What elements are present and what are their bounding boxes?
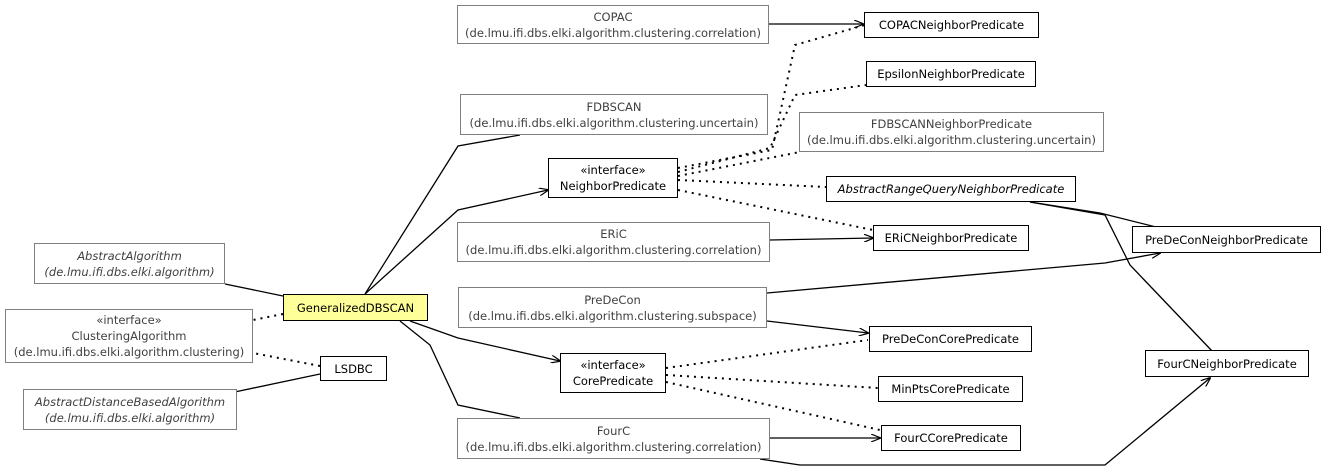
class-predecon-core-predicate[interactable]: PreDeConCorePredicate — [869, 326, 1032, 352]
class-minpts-core-predicate-name: MinPtsCorePredicate — [891, 382, 1010, 396]
class-fourc-core-predicate[interactable]: FourCCorePredicate — [881, 425, 1021, 451]
edge-gdbscan-to-clustering-alg — [252, 313, 284, 321]
edge-neighbor-pred-to-copac-np — [677, 24, 866, 169]
class-copac-name: COPAC — [593, 9, 633, 24]
class-eric-neighbor-predicate-name: ERiCNeighborPredicate — [884, 231, 1018, 245]
class-predecon-core-predicate-name: PreDeConCorePredicate — [882, 332, 1019, 346]
class-fdbscan-package: (de.lmu.ifi.dbs.elki.algorithm.clusterin… — [469, 115, 759, 130]
edge-fourc-to-fourc-np — [759, 378, 1210, 466]
class-fdbscan[interactable]: FDBSCAN (de.lmu.ifi.dbs.elki.algorithm.c… — [460, 94, 768, 135]
edge-lsdbc-to-abstract-dist — [229, 373, 321, 394]
class-eric-package: (de.lmu.ifi.dbs.elki.algorithm.clusterin… — [465, 243, 762, 257]
class-copac-package: (de.lmu.ifi.dbs.elki.algorithm.clusterin… — [465, 25, 761, 40]
class-eric[interactable]: ERiC (de.lmu.ifi.dbs.elki.algorithm.clus… — [457, 222, 770, 262]
class-fourc-neighbor-predicate[interactable]: FourCNeighborPredicate — [1145, 350, 1309, 377]
interface-neighbor-predicate-stereotype: «interface» — [580, 163, 646, 177]
class-lsdbc-name: LSDBC — [334, 361, 373, 376]
class-predecon[interactable]: PreDeCon (de.lmu.ifi.dbs.elki.algorithm.… — [458, 287, 767, 328]
class-predecon-neighbor-predicate-name: PreDeConNeighborPredicate — [1145, 232, 1308, 247]
interface-clustering-algorithm-name: ClusteringAlgorithm — [71, 329, 187, 343]
interface-core-predicate-stereotype: «interface» — [580, 358, 646, 372]
class-fourc-package: (de.lmu.ifi.dbs.elki.algorithm.clusterin… — [465, 439, 762, 454]
edge-gdbscan-to-neighbor-pred — [364, 190, 548, 295]
interface-core-predicate[interactable]: «interface» CorePredicate — [560, 353, 666, 393]
class-abstract-algorithm-name: AbstractAlgorithm — [77, 248, 182, 263]
class-abstract-distance-based-algorithm-package: (de.lmu.ifi.dbs.elki.algorithm) — [44, 410, 216, 425]
edge-lsdbc-to-clustering-alg — [252, 352, 321, 367]
interface-neighbor-predicate[interactable]: «interface» NeighborPredicate — [548, 158, 678, 198]
class-predecon-name: PreDeCon — [584, 292, 641, 307]
class-fourc-core-predicate-name: FourCCorePredicate — [894, 431, 1008, 445]
class-fdbscan-neighbor-predicate-name: FDBSCANNeighborPredicate — [870, 117, 1033, 131]
class-abstract-algorithm-package: (de.lmu.ifi.dbs.elki.algorithm) — [44, 264, 215, 279]
class-copac-neighbor-predicate[interactable]: COPACNeighborPredicate — [864, 12, 1039, 38]
edge-eric-to-eric-np — [769, 238, 873, 240]
class-abstract-algorithm[interactable]: AbstractAlgorithm (de.lmu.ifi.dbs.elki.a… — [34, 243, 225, 284]
edge-neighbor-pred-to-eps-np — [677, 84, 867, 173]
edge-neighbor-pred-to-arq-np — [677, 179, 827, 188]
class-generalized-dbscan[interactable]: GeneralizedDBSCAN — [283, 294, 428, 321]
class-lsdbc[interactable]: LSDBC — [320, 356, 387, 381]
class-epsilon-neighbor-predicate[interactable]: EpsilonNeighborPredicate — [866, 61, 1036, 87]
edge-gdbscan-to-fourc — [399, 320, 521, 419]
interface-core-predicate-name: CorePredicate — [572, 374, 654, 388]
class-abstract-distance-based-algorithm[interactable]: AbstractDistanceBasedAlgorithm (de.lmu.i… — [23, 389, 237, 430]
class-fdbscan-name: FDBSCAN — [586, 99, 642, 114]
class-fdbscan-neighbor-predicate-package: (de.lmu.ifi.dbs.elki.algorithm.clusterin… — [807, 133, 1096, 147]
class-minpts-core-predicate[interactable]: MinPtsCorePredicate — [878, 376, 1023, 402]
interface-neighbor-predicate-name: NeighborPredicate — [559, 179, 667, 193]
class-copac[interactable]: COPAC (de.lmu.ifi.dbs.elki.algorithm.clu… — [457, 5, 769, 44]
interface-clustering-algorithm-package: (de.lmu.ifi.dbs.elki.algorithm.clusterin… — [13, 345, 245, 359]
class-predecon-neighbor-predicate[interactable]: PreDeConNeighborPredicate — [1132, 226, 1321, 253]
class-fourc[interactable]: FourC (de.lmu.ifi.dbs.elki.algorithm.clu… — [457, 418, 770, 459]
edge-predecon-to-predecon-np — [766, 253, 1160, 294]
class-fdbscan-neighbor-predicate[interactable]: FDBSCANNeighborPredicate (de.lmu.ifi.dbs… — [799, 112, 1104, 152]
interface-clustering-algorithm[interactable]: «interface» ClusteringAlgorithm (de.lmu.… — [5, 309, 253, 363]
class-eric-neighbor-predicate[interactable]: ERiCNeighborPredicate — [873, 225, 1029, 251]
edge-gdbscan-to-core-pred — [409, 320, 560, 361]
edge-gdbscan-to-fdbscan — [364, 134, 521, 295]
class-copac-neighbor-predicate-name: COPACNeighborPredicate — [878, 18, 1025, 32]
edge-core-pred-to-predecon-cp — [665, 339, 869, 369]
class-fourc-neighbor-predicate-name: FourCNeighborPredicate — [1157, 356, 1297, 371]
class-epsilon-neighbor-predicate-name: EpsilonNeighborPredicate — [877, 67, 1025, 81]
edge-arq-to-fourc-np — [1029, 201, 1214, 353]
class-abstract-distance-based-algorithm-name: AbstractDistanceBasedAlgorithm — [34, 394, 226, 409]
class-abstract-range-query-neighbor-predicate-name: AbstractRangeQueryNeighborPredicate — [837, 182, 1065, 196]
edge-gdbscan-to-abstract-alg — [224, 283, 284, 297]
edge-core-pred-to-minpts-cp — [665, 374, 879, 389]
class-eric-name: ERiC — [600, 227, 627, 241]
class-abstract-range-query-neighbor-predicate[interactable]: AbstractRangeQueryNeighborPredicate — [826, 176, 1076, 202]
class-fourc-name: FourC — [596, 423, 631, 438]
class-generalized-dbscan-name: GeneralizedDBSCAN — [296, 300, 415, 315]
edge-core-pred-to-fourc-cp — [665, 381, 881, 431]
class-predecon-package: (de.lmu.ifi.dbs.elki.algorithm.clusterin… — [468, 308, 757, 323]
edge-neighbor-pred-to-eric-np — [677, 189, 874, 231]
interface-clustering-algorithm-stereotype: «interface» — [96, 313, 162, 327]
edge-predecon-to-predecon-cp — [766, 320, 868, 333]
